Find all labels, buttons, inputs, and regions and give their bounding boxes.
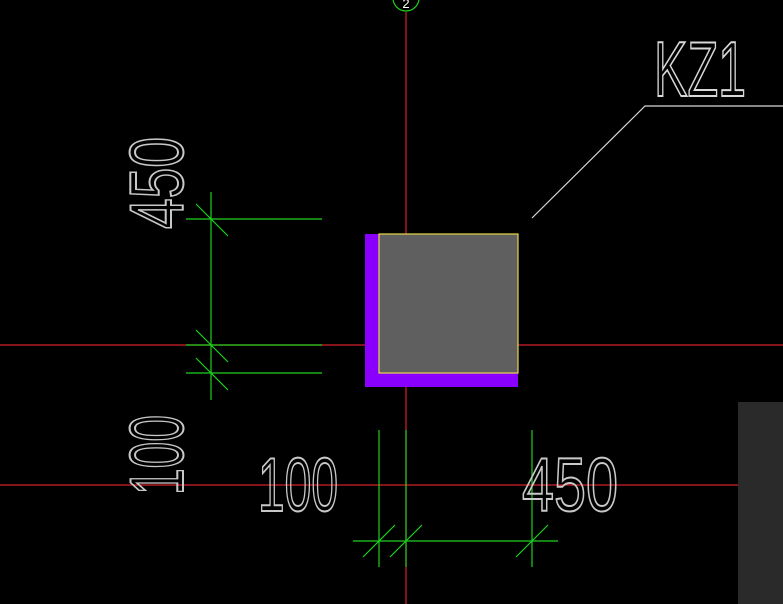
column-label[interactable]: KZ1 [653,24,747,114]
axis-bubble-label: 2 [402,0,409,11]
label-leader-line [531,105,783,219]
dim-horizontal-right-text[interactable]: 450 [521,442,619,529]
dim-vertical-lower-text[interactable]: 100 [114,414,201,496]
side-panel[interactable] [738,402,783,604]
vertical-dimension[interactable] [186,192,322,400]
axis-bubble[interactable]: 2 [392,0,420,12]
horizontal-dimension[interactable] [353,430,558,567]
dim-vertical-upper-text[interactable]: 450 [114,136,201,230]
column-kz1[interactable] [378,233,519,374]
dim-horizontal-left-text[interactable]: 100 [257,442,339,529]
